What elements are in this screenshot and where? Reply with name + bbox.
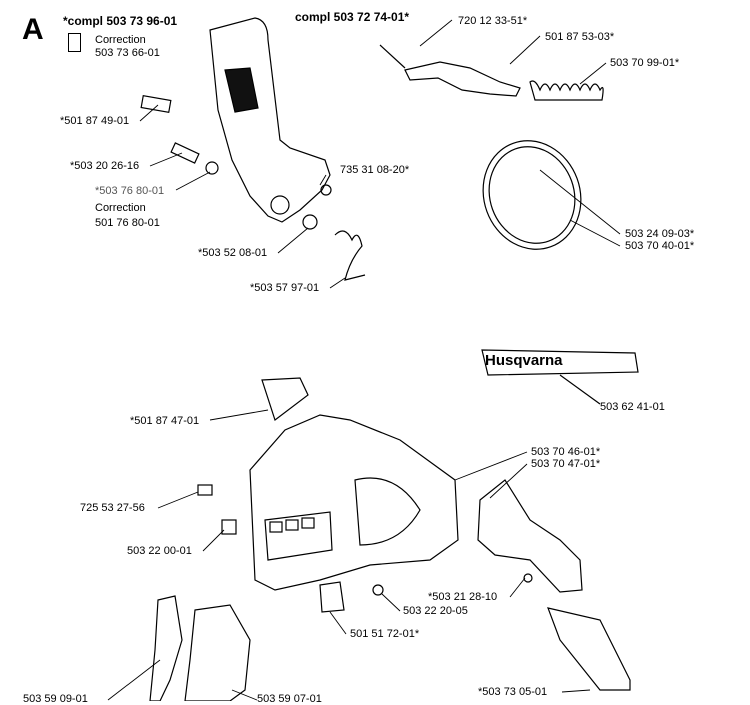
- label-503-22-20-05: 503 22 20-05: [403, 605, 468, 617]
- section-letter: A: [22, 13, 44, 46]
- label-503-52-08-01: *503 52 08-01: [198, 247, 268, 259]
- label-503-76-80-01: *503 76 80-01: [95, 185, 165, 197]
- brake-band: [482, 140, 582, 250]
- label-compl-left: *compl 503 73 96-01: [63, 14, 178, 28]
- label-501-87-47-01: *501 87 47-01: [130, 415, 200, 427]
- brake-spring: [529, 80, 604, 101]
- chain-catcher: [477, 479, 583, 593]
- husqvarna-logo: Husqvarna: [485, 352, 563, 369]
- label-503-59-07-01: 503 59 07-01: [257, 693, 322, 705]
- wrench-icon: [68, 33, 81, 52]
- label-501-87-53-03: 501 87 53-03*: [545, 31, 615, 43]
- husqvarna-plate: [481, 349, 639, 376]
- chain-brake-handle: [209, 17, 331, 223]
- label-503-57-97-01: *503 57 97-01: [250, 282, 320, 294]
- label-501-51-72-01: 501 51 72-01*: [350, 628, 420, 640]
- label-correction-2-num: 501 76 80-01: [95, 217, 160, 229]
- label-503-70-46-01: 503 70 46-01*: [531, 446, 601, 458]
- label-503-70-40-01: 503 70 40-01*: [625, 240, 695, 252]
- clutch-cover: [249, 414, 459, 591]
- label-735-31-08-20: 735 31 08-20*: [340, 164, 410, 176]
- label-correction-2: Correction: [95, 202, 146, 214]
- label-503-21-28-10: *503 21 28-10: [428, 591, 498, 603]
- label-503-59-09-01: 503 59 09-01: [23, 693, 88, 705]
- label-501-87-49-01: *501 87 49-01: [60, 115, 130, 127]
- label-correction-1: Correction: [95, 34, 146, 46]
- label-503-22-00-01: 503 22 00-01: [127, 545, 192, 557]
- label-compl-top: compl 503 72 74-01*: [295, 10, 410, 24]
- label-503-73-05-01: *503 73 05-01: [478, 686, 548, 698]
- label-503-62-41-01: 503 62 41-01: [600, 401, 665, 413]
- brake-linkage: [404, 61, 521, 97]
- label-503-70-47-01: 503 70 47-01*: [531, 458, 601, 470]
- label-725-53-27-56: 725 53 27-56: [80, 502, 145, 514]
- label-503-24-09-03: 503 24 09-03*: [625, 228, 695, 240]
- label-503-70-99-01: 503 70 99-01*: [610, 57, 680, 69]
- label-503-20-26-16: *503 20 26-16: [70, 160, 140, 172]
- label-720-12-33-51: 720 12 33-51*: [458, 15, 528, 27]
- label-correction-1-num: 503 73 66-01: [95, 47, 160, 59]
